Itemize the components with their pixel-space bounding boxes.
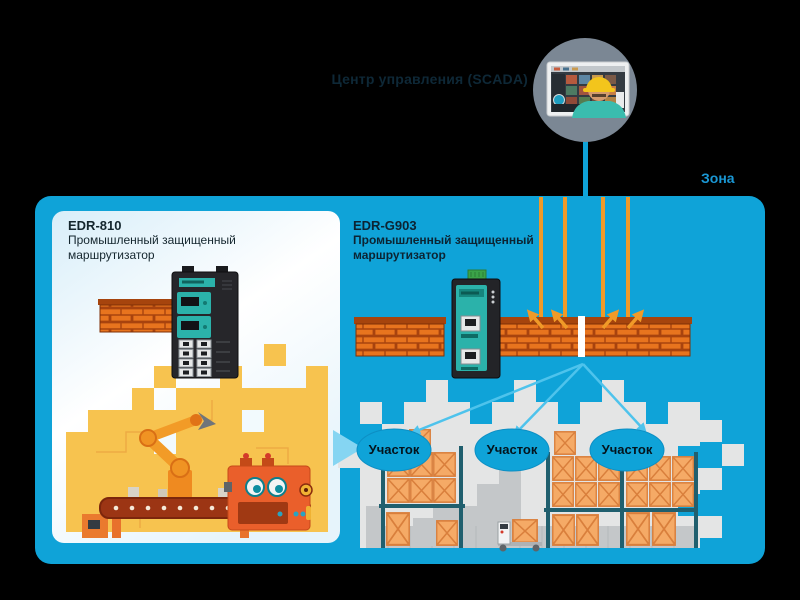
pallet-truck-icon — [497, 519, 542, 552]
firewall-wall-right-icon — [498, 316, 692, 357]
edr-810-model: EDR-810 — [68, 218, 122, 233]
ethernet-ports — [178, 339, 230, 377]
zone-label: Зона — [701, 170, 735, 186]
section-ellipse — [589, 428, 665, 472]
machine-icon — [224, 453, 313, 531]
edr-810-desc-line1: Промышленный защищенный — [68, 233, 236, 247]
section-label-2: Участок — [486, 442, 538, 457]
scada-operator-icon — [533, 38, 637, 142]
edr-g903-desc-line2: маршрутизатор — [353, 248, 446, 262]
section-ellipse — [474, 428, 550, 472]
fan-arrows-icon — [410, 362, 647, 436]
attack-arrows-icon — [539, 197, 630, 327]
firewall-gap — [578, 316, 585, 357]
edr-g903-model: EDR-G903 — [353, 218, 417, 233]
left-router-panel — [52, 211, 340, 543]
edr-g903-device-icon — [451, 269, 501, 379]
flow-arrow-icon — [333, 430, 363, 466]
storage-rack-icon — [544, 431, 698, 548]
section-ellipse — [356, 428, 432, 472]
edr-g903-info: EDR-G903 Промышленный защищенный маршрут… — [353, 218, 534, 263]
edr-810-info: EDR-810 Промышленный защищенный маршрути… — [68, 218, 236, 263]
edr-810-device-icon — [171, 266, 239, 379]
scada-connector-line — [583, 140, 588, 198]
firewall-wall-icon — [98, 299, 180, 333]
scada-control-center-label: Центр управления (SCADA) — [331, 71, 528, 87]
deflect-arrows-icon — [526, 309, 645, 330]
edr-g903-desc-line1: Промышленный защищенный — [353, 233, 534, 247]
section-label-1: Участок — [368, 442, 420, 457]
robot-arm-icon — [139, 412, 216, 498]
section-label-3: Участок — [601, 442, 653, 457]
edr-810-desc-line2: маршрутизатор — [68, 248, 155, 262]
section-ellipses — [356, 428, 665, 472]
storage-rack-icon — [379, 429, 465, 548]
operator-person — [572, 77, 626, 118]
firewall-wall-left-icon — [354, 317, 446, 357]
